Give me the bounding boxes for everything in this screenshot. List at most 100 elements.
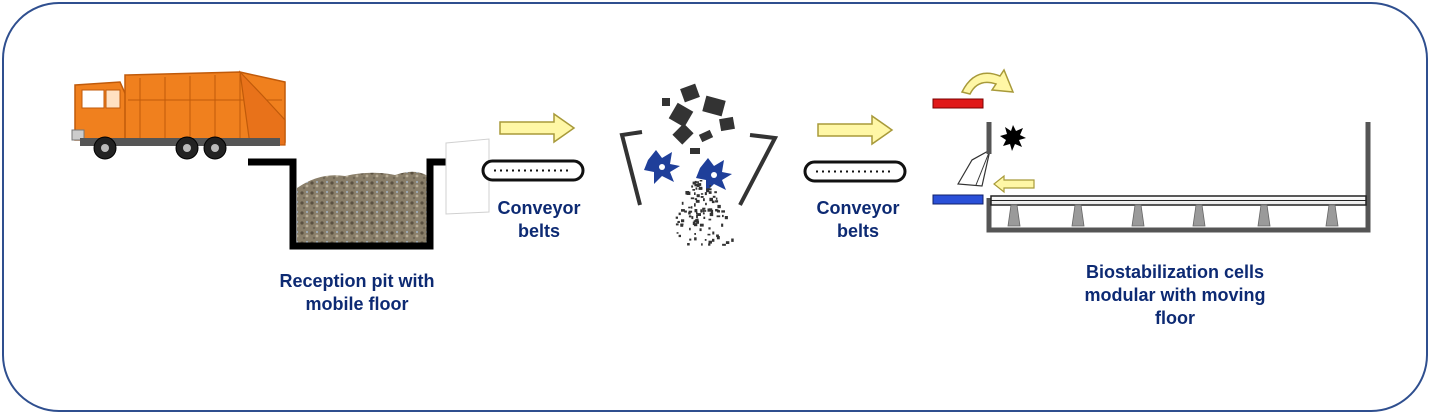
starburst-icon bbox=[1000, 125, 1026, 151]
conveyor-left-label-line-1: Conveyor bbox=[497, 198, 581, 218]
particle bbox=[696, 211, 698, 215]
return-arrow-icon bbox=[993, 174, 1035, 194]
particle bbox=[709, 197, 713, 202]
particle bbox=[694, 209, 698, 213]
particle bbox=[692, 221, 695, 225]
particle bbox=[716, 215, 721, 218]
particle bbox=[714, 191, 717, 194]
particle bbox=[708, 240, 712, 244]
particle bbox=[688, 212, 691, 215]
particle bbox=[702, 209, 704, 213]
particle bbox=[694, 233, 696, 235]
gate-panel bbox=[445, 138, 490, 215]
particle bbox=[681, 209, 685, 212]
particle bbox=[684, 210, 687, 213]
particle bbox=[688, 206, 691, 209]
reception-pit-label-line-1: Reception pit with bbox=[279, 271, 435, 291]
particle bbox=[731, 238, 734, 242]
particle bbox=[708, 218, 712, 221]
garbage-truck-icon bbox=[71, 70, 286, 160]
biostabilization-label: Biostabilization cells modular with movi… bbox=[1050, 261, 1300, 330]
particle bbox=[690, 197, 695, 200]
particle bbox=[710, 209, 714, 214]
particle bbox=[712, 231, 715, 235]
particle bbox=[690, 206, 693, 209]
particle bbox=[694, 203, 696, 207]
particle bbox=[712, 238, 715, 242]
blue-bar bbox=[932, 194, 984, 205]
particle bbox=[725, 241, 730, 244]
particle bbox=[722, 243, 726, 246]
particle bbox=[678, 212, 681, 216]
particle bbox=[707, 208, 712, 212]
conveyor-right-label: Conveyor belts bbox=[802, 197, 914, 243]
particle bbox=[675, 223, 679, 226]
particle bbox=[696, 220, 699, 224]
particle bbox=[703, 216, 706, 219]
particle bbox=[716, 236, 720, 240]
particle bbox=[685, 191, 689, 195]
particle bbox=[694, 180, 697, 184]
particle bbox=[696, 194, 700, 198]
particle bbox=[707, 233, 711, 236]
particle bbox=[702, 210, 707, 212]
particle bbox=[681, 201, 684, 205]
flow-arrow-icon bbox=[499, 112, 576, 144]
particle bbox=[699, 228, 702, 232]
particle bbox=[709, 212, 714, 217]
particle bbox=[699, 180, 703, 182]
particle bbox=[705, 202, 707, 206]
particle bbox=[695, 187, 698, 190]
particle bbox=[696, 183, 699, 187]
particle bbox=[715, 197, 718, 200]
particle bbox=[700, 196, 704, 198]
particle bbox=[722, 214, 724, 218]
particle bbox=[711, 200, 715, 204]
particle bbox=[704, 239, 707, 241]
particle bbox=[692, 181, 696, 185]
reception-pit-label-line-2: mobile floor bbox=[305, 294, 409, 314]
particle bbox=[708, 191, 712, 194]
particle bbox=[704, 192, 707, 196]
particle bbox=[716, 209, 719, 212]
particle bbox=[716, 234, 719, 238]
particle bbox=[680, 224, 684, 227]
flow-arrow-icon bbox=[817, 114, 894, 146]
conveyor-right-label-line-2: belts bbox=[836, 221, 879, 241]
particle bbox=[721, 210, 725, 213]
conveyor-belt-icon bbox=[481, 159, 585, 182]
shredded-particles bbox=[675, 180, 734, 246]
particle bbox=[721, 223, 724, 227]
particle bbox=[708, 227, 711, 230]
particle bbox=[708, 208, 713, 210]
particle bbox=[675, 216, 678, 219]
particle bbox=[693, 223, 698, 227]
particle bbox=[717, 204, 721, 209]
particle bbox=[701, 243, 703, 246]
particle bbox=[696, 181, 699, 183]
particle bbox=[709, 185, 711, 187]
conveyor-left-label-line-2: belts bbox=[517, 221, 560, 241]
particle bbox=[694, 183, 698, 187]
particle bbox=[715, 200, 719, 203]
red-bar bbox=[932, 98, 984, 109]
particle bbox=[681, 219, 685, 223]
particle bbox=[693, 220, 696, 223]
particle bbox=[696, 218, 699, 223]
turner-arrow-icon bbox=[960, 68, 1015, 95]
particle bbox=[700, 193, 704, 195]
particle bbox=[694, 237, 697, 241]
biostabilization-label-line-2: modular with moving bbox=[1084, 285, 1266, 305]
particle bbox=[692, 189, 695, 191]
particle bbox=[678, 220, 680, 223]
particle bbox=[700, 209, 702, 213]
particle bbox=[691, 185, 694, 188]
biostabilization-label-line-1: Biostabilization cells bbox=[1085, 262, 1265, 282]
particle bbox=[694, 192, 696, 195]
particle bbox=[688, 215, 692, 218]
particle bbox=[689, 238, 692, 241]
particle bbox=[691, 216, 694, 220]
particle bbox=[708, 243, 711, 246]
